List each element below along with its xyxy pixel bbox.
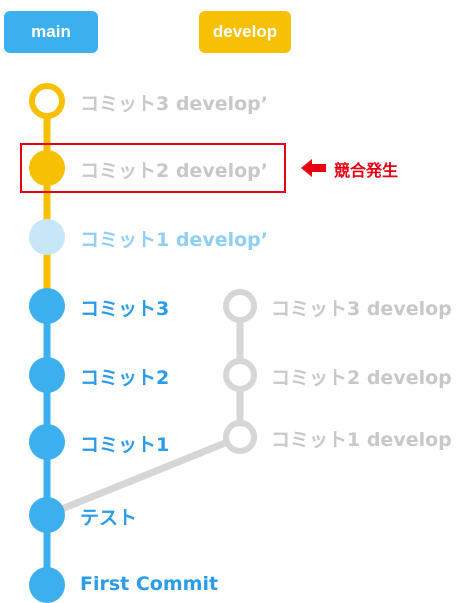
commit-node-develop-prime-3 (29, 83, 65, 119)
commit-label-develop-2: コミット2 develop (271, 367, 452, 389)
commit-node-main-1 (29, 424, 65, 460)
branch-label-main: main (4, 11, 98, 53)
branch-label-develop: develop (199, 11, 291, 53)
commit-node-develop-1 (223, 420, 257, 454)
commit-label-develop-prime-1: コミット1 develop’ (80, 229, 268, 251)
commit-label-develop-prime-2: コミット2 develop’ (80, 160, 268, 182)
commit-node-develop-3 (223, 289, 257, 323)
commit-label-develop-1: コミット1 develop (271, 429, 452, 451)
commit-label-main-test: テスト (80, 507, 138, 529)
commit-label-main-first: First Commit (80, 573, 219, 595)
commit-node-develop-prime-1 (29, 219, 65, 255)
edge-develop-branch (45, 433, 242, 519)
commit-node-main-test (29, 497, 65, 533)
commit-node-main-2 (29, 357, 65, 393)
conflict-highlight-box (20, 143, 286, 193)
commit-label-develop-3: コミット3 develop (271, 298, 452, 320)
commit-node-develop-prime-2 (29, 150, 65, 186)
commit-label-main-1: コミット1 (80, 434, 170, 456)
commit-node-develop-2 (223, 358, 257, 392)
conflict-arrow-icon (301, 159, 326, 177)
commit-label-main-2: コミット2 (80, 367, 170, 389)
commit-label-develop-prime-3: コミット3 develop’ (80, 93, 268, 115)
conflict-label: 競合発生 (334, 161, 399, 180)
commit-node-main-3 (29, 288, 65, 324)
commit-node-main-first (29, 567, 65, 603)
commit-label-main-3: コミット3 (80, 298, 170, 320)
